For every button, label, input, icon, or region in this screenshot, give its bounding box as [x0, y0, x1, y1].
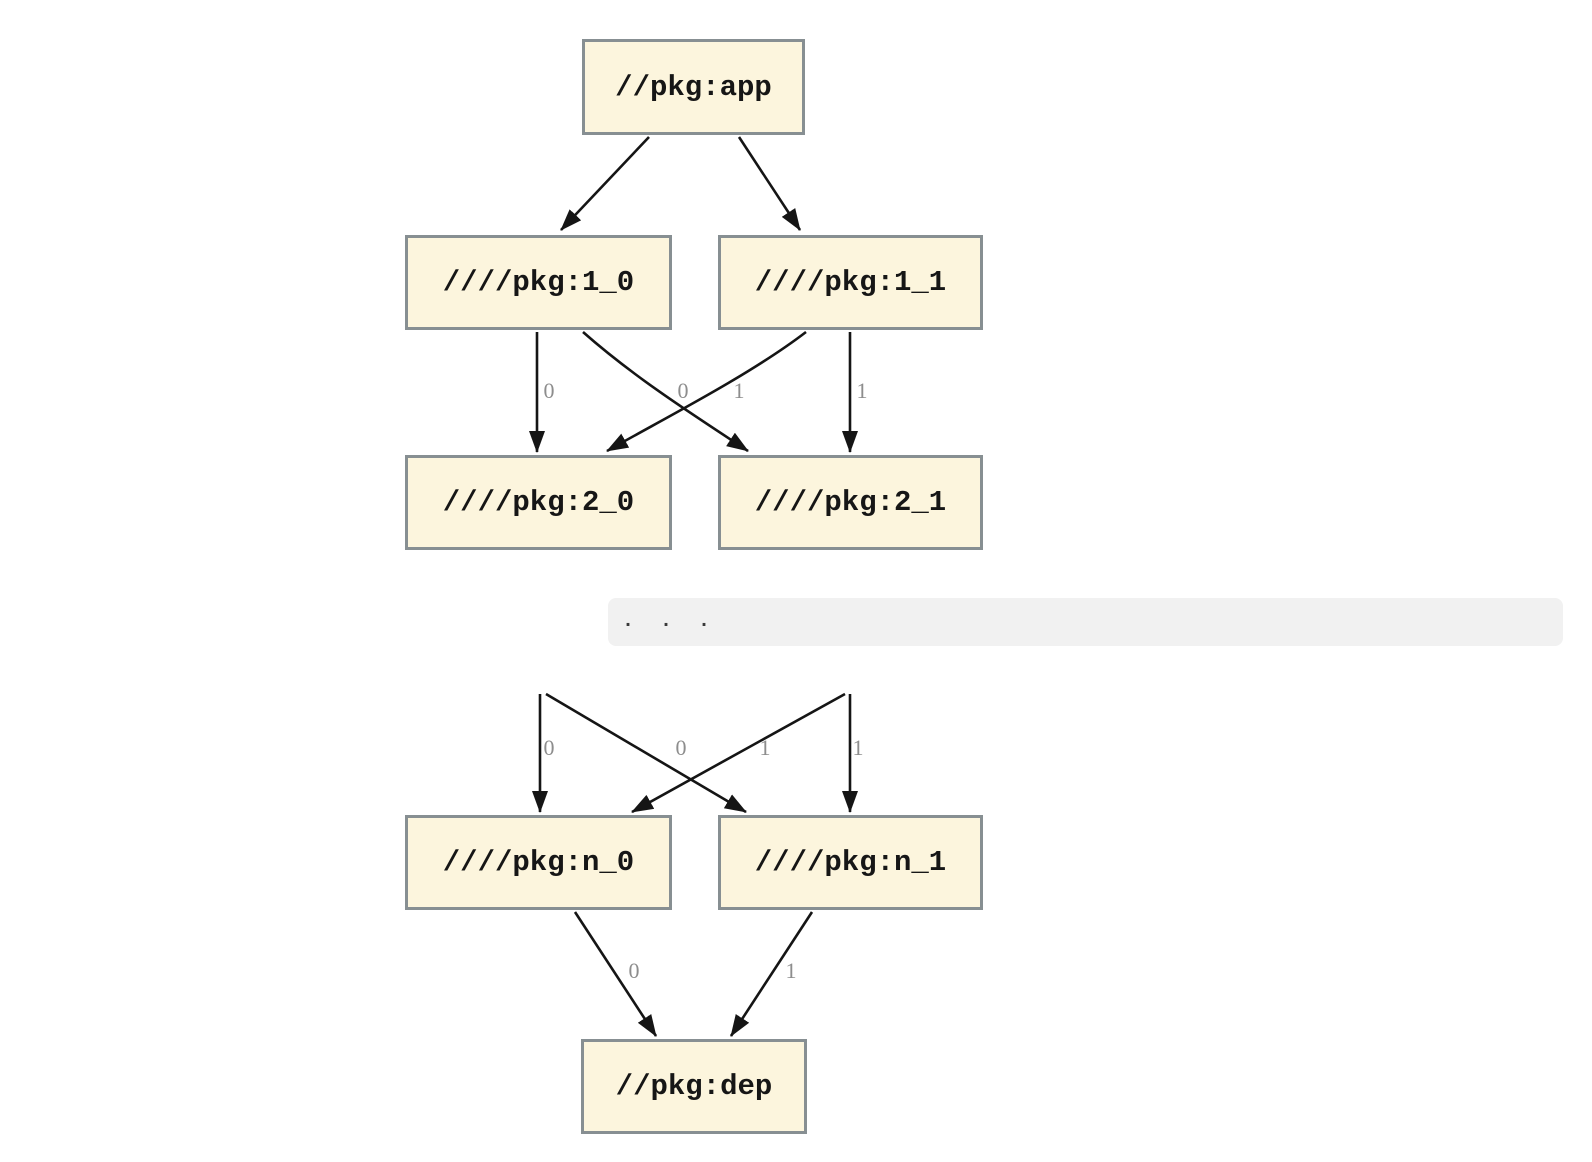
- node-pkg-n_0: ////pkg:n_0: [405, 815, 672, 910]
- node-label: ////pkg:n_0: [442, 846, 635, 879]
- node-pkg-1_0: ////pkg:1_0: [405, 235, 672, 330]
- node-pkg-app: //pkg:app: [582, 39, 805, 135]
- edge-label-n_0-to-dep: 0: [628, 958, 640, 983]
- node-label: ////pkg:2_1: [754, 486, 947, 519]
- edge-label-1_1-to-2_0: 0: [677, 378, 689, 403]
- node-label: ////pkg:n_1: [754, 846, 947, 879]
- edge-label-n_1-to-dep: 1: [785, 958, 797, 983]
- edge-pkg1_1-to-pkg2_0: [606, 330, 807, 453]
- edge-prev-cross-to-pkgn_1: [545, 692, 747, 814]
- edge-label-prev-to-n_1: 1: [852, 735, 864, 760]
- node-label: ////pkg:1_1: [754, 266, 947, 299]
- node-label: //pkg:app: [615, 70, 772, 104]
- node-pkg-n_1: ////pkg:n_1: [718, 815, 983, 910]
- edge-app-to-pkg1_1: [737, 136, 802, 231]
- node-pkg-dep: //pkg:dep: [581, 1039, 807, 1134]
- node-pkg-1_1: ////pkg:1_1: [718, 235, 983, 330]
- edge-label-prev-to-n_0: 0: [543, 735, 555, 760]
- node-pkg-2_0: ////pkg:2_0: [405, 455, 672, 550]
- edge-pkgn_0-to-dep: [573, 911, 658, 1037]
- ellipsis-band: . . .: [608, 598, 1563, 646]
- edge-label-1_0-to-2_0: 0: [543, 378, 555, 403]
- edge-label-1_1-to-2_1: 1: [856, 378, 868, 403]
- edge-label-prev-cross-to-n_0: 0: [675, 735, 687, 760]
- edge-pkg1_0-to-pkg2_1: [582, 331, 749, 453]
- edge-label-prev-cross-to-n_1: 1: [759, 735, 771, 760]
- edge-app-to-pkg1_0: [560, 136, 650, 231]
- node-label: ////pkg:1_0: [442, 266, 635, 299]
- edge-pkgn_1-to-dep: [729, 911, 814, 1037]
- edge-label-1_0-to-2_1: 1: [733, 378, 745, 403]
- edge-prev-cross-to-pkgn_0: [631, 692, 846, 814]
- node-label: ////pkg:2_0: [442, 486, 635, 519]
- ellipsis-dots: . . .: [622, 610, 718, 633]
- node-pkg-2_1: ////pkg:2_1: [718, 455, 983, 550]
- node-label: //pkg:dep: [615, 1070, 773, 1103]
